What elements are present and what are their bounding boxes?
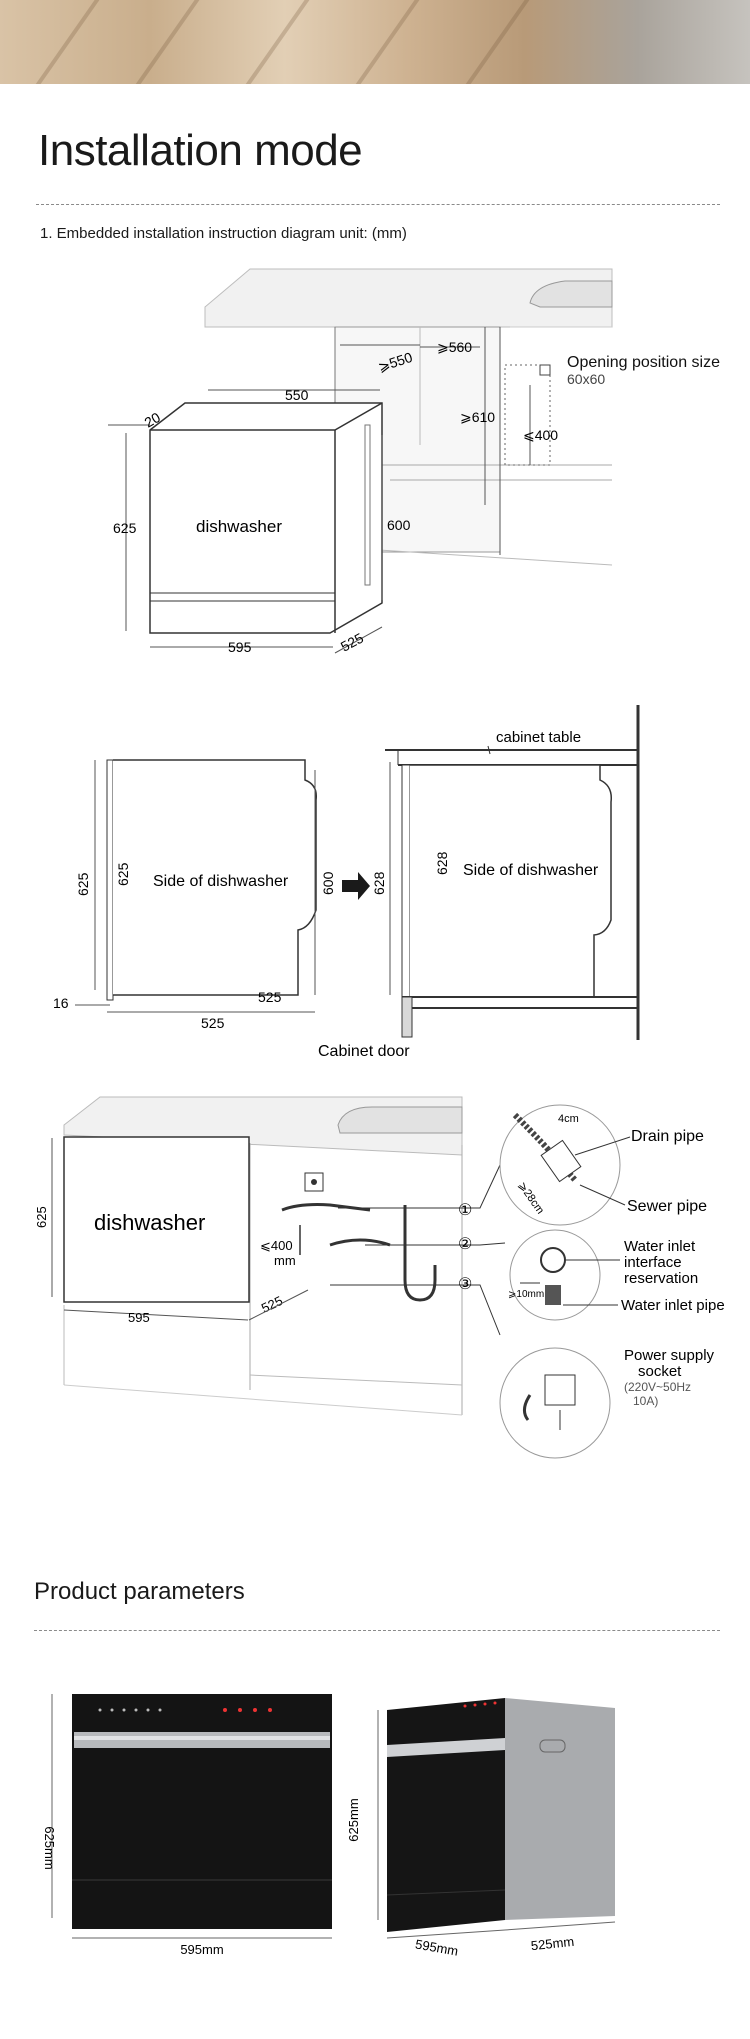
power-supply-label-1: Power supply	[624, 1347, 715, 1364]
right-dim-628-inner: 628	[434, 851, 450, 875]
cabinet-door-label: Cabinet door	[318, 1043, 410, 1060]
left-side-label: Side of dishwasher	[153, 873, 289, 890]
product-images: 625mm 595mm 625mm 595mm 525mm	[42, 1694, 616, 1959]
connection-diagram: dishwasher 625 595 525 ⩽400 mm ① ② ③ 4cm…	[34, 1096, 725, 1459]
num-2: ②	[458, 1236, 472, 1253]
dim-10mm: ⩾10mm	[508, 1289, 544, 1300]
floor-photo-banner	[0, 0, 750, 84]
dim-4cm: 4cm	[558, 1113, 579, 1125]
dim-600: 600	[387, 517, 411, 533]
sewer-pipe-label: Sewer pipe	[627, 1198, 707, 1215]
section-divider-2	[34, 1630, 720, 1631]
left-dim-625-inner: 625	[115, 862, 131, 886]
right-side-label: Side of dishwasher	[463, 862, 599, 879]
side-height-label: 625mm	[346, 1798, 361, 1841]
dishwasher-label: dishwasher	[196, 517, 282, 536]
dim-550: 550	[285, 387, 309, 403]
dim3-595: 595	[128, 1310, 150, 1325]
right-dim-628-outer: 628	[371, 871, 387, 895]
section-subtitle: 1. Embedded installation instruction dia…	[40, 225, 407, 242]
side-depth-label: 525mm	[530, 1934, 575, 1953]
left-dim-525-bottom: 525	[201, 1015, 225, 1031]
dim3-625: 625	[34, 1206, 49, 1228]
dim3-mm: mm	[274, 1253, 296, 1268]
dim-525: 525	[338, 629, 366, 654]
dim3-le400: ⩽400	[260, 1238, 293, 1253]
dim-ge560: ⩾560	[437, 339, 472, 355]
dim-625: 625	[113, 520, 137, 536]
water-inlet-pipe-label: Water inlet pipe	[621, 1297, 725, 1314]
num-1: ①	[458, 1202, 472, 1219]
dim3-525: 525	[259, 1293, 285, 1316]
dim-ge610: ⩾610	[460, 409, 495, 425]
dishwasher-front-label: dishwasher	[94, 1210, 205, 1235]
dim-595: 595	[228, 639, 252, 655]
water-inlet-label-1: Water inlet	[624, 1238, 696, 1255]
water-inlet-label-3: reservation	[624, 1270, 698, 1287]
left-dim-16: 16	[53, 995, 69, 1011]
left-dim-525-inner: 525	[258, 989, 282, 1005]
side-width-label: 595mm	[414, 1936, 459, 1958]
section-divider	[36, 204, 720, 205]
num-3: ③	[458, 1276, 472, 1293]
dim-20: 20	[142, 409, 164, 431]
opening-position-size: 60x60	[567, 371, 605, 387]
power-spec-2: 10A)	[633, 1394, 658, 1408]
dim-le400: ⩽400	[523, 427, 558, 443]
front-height-label: 625mm	[42, 1826, 57, 1869]
water-inlet-label-2: interface	[624, 1254, 682, 1271]
left-dim-625-outer: 625	[75, 872, 91, 896]
opening-position-label: Opening position size	[567, 354, 720, 371]
side-view-diagram: Side of dishwasher 625 625 600 16 525 52…	[53, 705, 640, 1060]
left-dim-600: 600	[320, 871, 336, 895]
power-supply-label-2: socket	[638, 1363, 682, 1380]
drain-pipe-label: Drain pipe	[631, 1128, 704, 1145]
cabinet-table-label: cabinet table	[496, 729, 581, 746]
power-spec-1: (220V~50Hz	[624, 1380, 691, 1394]
section-title-product: Product parameters	[34, 1578, 245, 1605]
front-width-label: 595mm	[180, 1942, 223, 1957]
embedded-installation-diagram: ⩾550 ⩾560 ⩾610 ⩽400 Opening position siz…	[108, 268, 720, 655]
section-title-installation: Installation mode	[38, 126, 363, 175]
